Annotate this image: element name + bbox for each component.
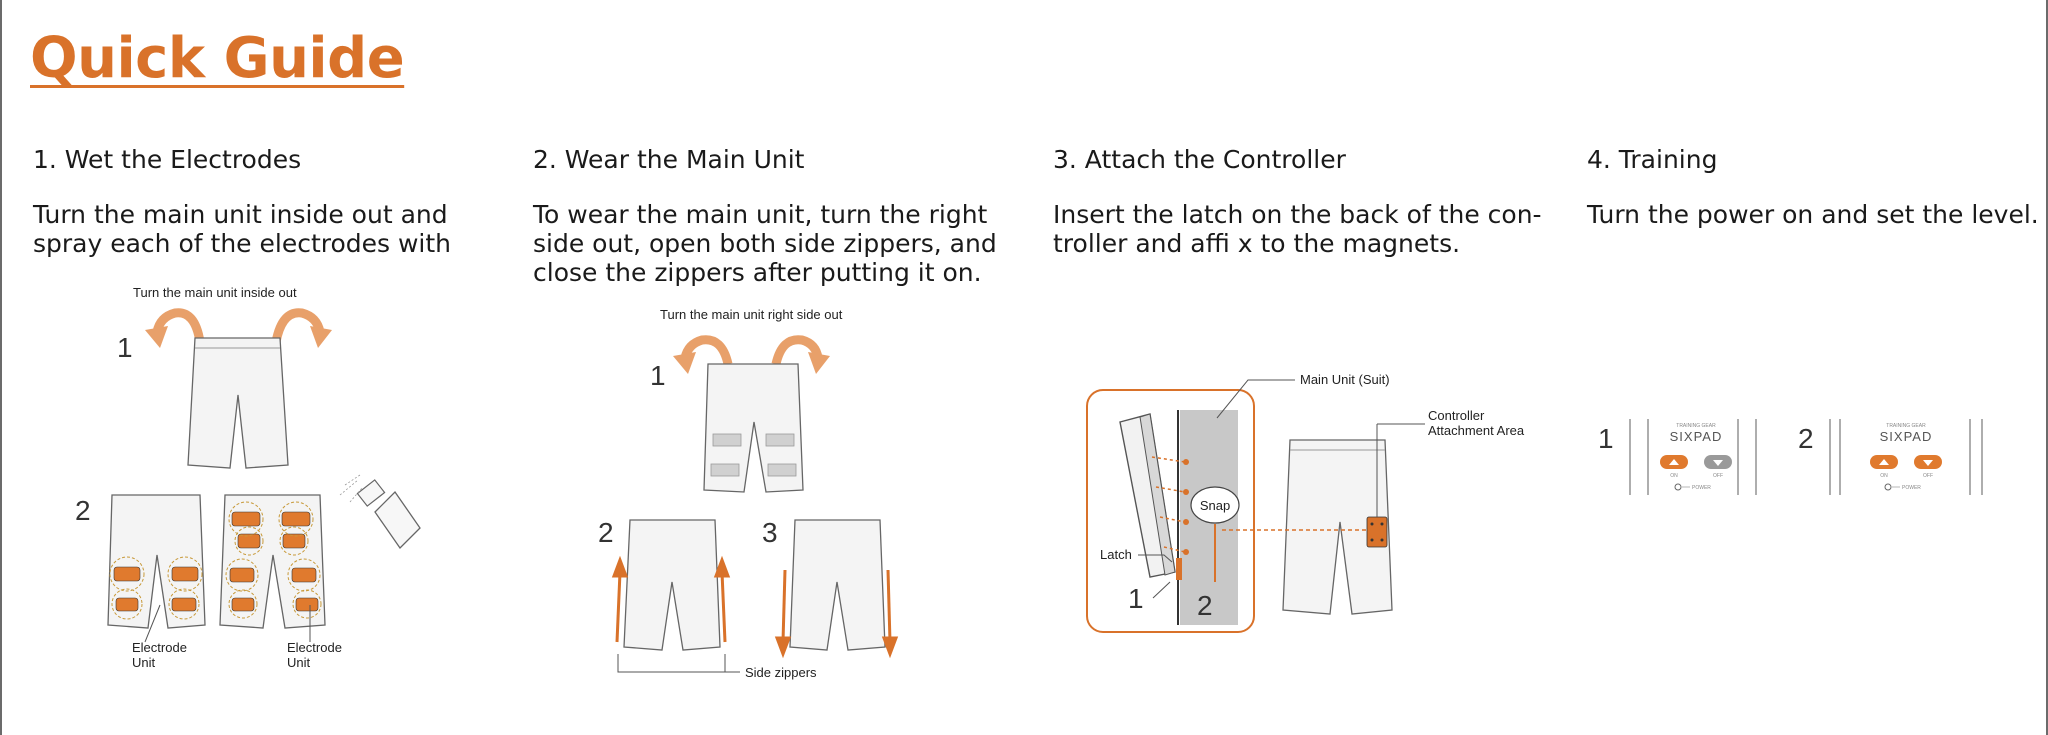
turn-arrow-left-icon-2	[680, 335, 733, 366]
electrode-unit-label-left: Electrode Unit	[132, 640, 187, 670]
turn-arrow-left-head-icon	[145, 326, 168, 348]
figure-2-number-2: 2	[598, 517, 614, 548]
figure-2-number-1: 1	[650, 360, 666, 391]
figure-1-number-2: 2	[75, 495, 91, 526]
step-2-illustration: Turn the main unit right side out 1 2 3 …	[550, 302, 910, 692]
step-2-heading: 2. Wear the Main Unit	[533, 145, 805, 174]
turn-arrow-right-icon	[271, 308, 325, 343]
power-label: POWER	[1692, 485, 1711, 491]
snap-callout	[1190, 486, 1240, 524]
figure-3-number-2: 2	[1197, 590, 1213, 621]
controller-power-on-icon: TRAINING GEAR SIXPAD ON OFF POWER	[1629, 419, 1757, 495]
power-label-2: POWER	[1902, 485, 1921, 491]
figure-4-number-2: 2	[1798, 423, 1814, 454]
figure-1-caption: Turn the main unit inside out	[133, 285, 297, 300]
step-4-heading: 4. Training	[1587, 145, 1718, 174]
controller-attachment-label: Controller Attachment Area	[1428, 408, 1525, 438]
controller-attachment-icon	[1366, 516, 1388, 548]
on-label: ON	[1670, 473, 1678, 479]
main-unit-suit-label: Main Unit (Suit)	[1300, 372, 1390, 387]
step-3-text: Insert the latch on the back of the con-…	[1053, 200, 1542, 258]
figure-3-number-1: 1	[1128, 583, 1144, 614]
step-2-text: To wear the main unit, turn the right si…	[533, 200, 997, 287]
training-gear-text-2: TRAINING GEAR	[1886, 423, 1926, 429]
figure-1-number-1: 1	[117, 332, 133, 363]
shorts-right-side-out-icon	[703, 363, 804, 493]
figure-2-number-3: 3	[762, 517, 778, 548]
side-zippers-label: Side zippers	[745, 665, 817, 680]
shorts-front-icon	[107, 494, 206, 629]
page-border-right	[2046, 0, 2048, 735]
step-4-text: Turn the power on and set the level.	[1587, 200, 2039, 229]
controller-side-icon	[1119, 413, 1176, 578]
snap-label: Snap	[1200, 498, 1230, 513]
shorts-zippers-open-icon	[623, 519, 721, 651]
on-label-2: ON	[1880, 473, 1888, 479]
step-1-illustration: Turn the main unit inside out 1 2 Elec	[20, 280, 450, 680]
figure-2-caption: Turn the main unit right side out	[660, 307, 843, 322]
turn-arrow-left-icon	[152, 308, 205, 343]
step-1-heading: 1. Wet the Electrodes	[33, 145, 302, 174]
off-label-2: OFF	[1923, 473, 1933, 479]
shorts-back-icon	[1282, 439, 1393, 615]
figure-4-number-1: 1	[1598, 423, 1614, 454]
page-border-left	[0, 0, 2, 735]
spray-bottle-icon	[339, 474, 421, 550]
turn-arrow-right-head-icon-2	[808, 352, 830, 374]
latch-label: Latch	[1100, 547, 1132, 562]
turn-arrow-left-head-icon-2	[673, 352, 696, 374]
sixpad-logo-2: SIXPAD	[1880, 429, 1933, 444]
turn-arrow-right-icon-2	[771, 335, 823, 366]
off-label: OFF	[1713, 473, 1723, 479]
step-1-text: Turn the main unit inside out and spray …	[33, 200, 452, 258]
controller-level-up-icon: TRAINING GEAR SIXPAD ON OFF POWER	[1829, 419, 1983, 495]
turn-arrow-right-head-icon	[310, 326, 332, 348]
training-gear-text: TRAINING GEAR	[1676, 423, 1716, 429]
latch-icon	[1176, 558, 1182, 580]
page-title: Quick Guide	[30, 26, 405, 91]
electrode-unit-label-right: Electrode Unit	[287, 640, 342, 670]
sixpad-logo: SIXPAD	[1670, 429, 1723, 444]
step-3-heading: 3. Attach the Controller	[1053, 145, 1346, 174]
step-3-illustration: Snap Latch 1 2 Main Unit (Suit) Controll…	[1080, 362, 1560, 642]
step-4-illustration: 1 TRAINING GEAR SIXPAD ON OFF POWER 2 TR…	[1590, 405, 2010, 510]
shorts-inside-out-icon	[187, 337, 289, 469]
shorts-zippers-closed-icon	[789, 519, 886, 651]
